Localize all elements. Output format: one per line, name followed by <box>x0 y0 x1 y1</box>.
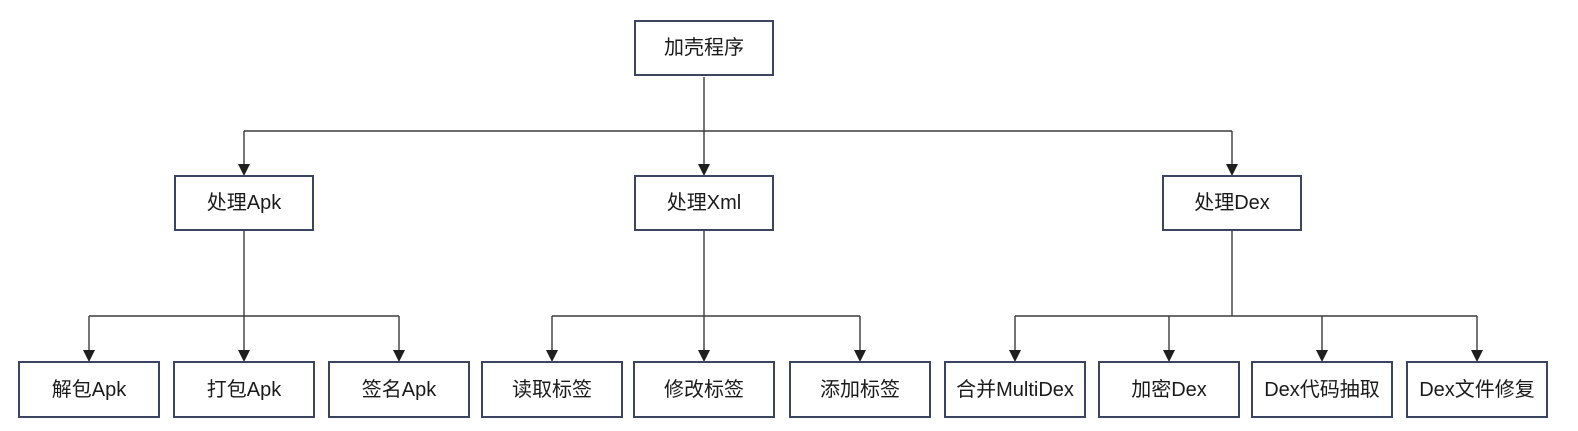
arrow-down-icon <box>546 350 558 362</box>
node-process-xml: 处理Xml <box>634 175 774 231</box>
node-label: Dex代码抽取 <box>1264 378 1380 401</box>
node-dex-code-extract: Dex代码抽取 <box>1251 361 1393 418</box>
arrow-down-icon <box>1471 350 1483 362</box>
arrow-down-icon <box>1163 350 1175 362</box>
node-pack-apk: 打包Apk <box>173 361 315 418</box>
arrow-down-icon <box>393 350 405 362</box>
node-root: 加壳程序 <box>634 20 774 76</box>
node-dex-file-repair: Dex文件修复 <box>1406 361 1548 418</box>
node-modify-tag: 修改标签 <box>633 361 775 418</box>
node-label: 解包Apk <box>51 378 127 401</box>
node-label: Dex文件修复 <box>1419 378 1535 401</box>
node-label: 处理Apk <box>206 192 282 214</box>
node-label: 处理Xml <box>666 192 742 214</box>
node-label: 添加标签 <box>820 378 900 401</box>
node-label: 打包Apk <box>206 378 282 401</box>
node-label: 修改标签 <box>664 378 744 401</box>
arrow-down-icon <box>1226 164 1238 176</box>
arrow-down-icon <box>83 350 95 362</box>
node-label: 加壳程序 <box>664 37 744 59</box>
node-encrypt-dex: 加密Dex <box>1098 361 1240 418</box>
node-label: 处理Dex <box>1194 192 1270 214</box>
arrow-down-icon <box>698 164 710 176</box>
node-unpack-apk: 解包Apk <box>18 361 160 418</box>
arrow-down-icon <box>238 164 250 176</box>
arrow-down-icon <box>698 350 710 362</box>
arrow-down-icon <box>238 350 250 362</box>
node-label: 加密Dex <box>1131 378 1207 401</box>
node-read-tag: 读取标签 <box>481 361 623 418</box>
node-label: 读取标签 <box>512 378 592 401</box>
node-label: 签名Apk <box>361 378 437 401</box>
arrow-down-icon <box>1009 350 1021 362</box>
node-merge-multidex: 合并MultiDex <box>944 361 1086 418</box>
arrow-down-icon <box>1316 350 1328 362</box>
node-process-apk: 处理Apk <box>174 175 314 231</box>
node-process-dex: 处理Dex <box>1162 175 1302 231</box>
node-add-tag: 添加标签 <box>789 361 931 418</box>
arrow-down-icon <box>854 350 866 362</box>
node-label: 合并MultiDex <box>956 378 1074 401</box>
node-sign-apk: 签名Apk <box>328 361 470 418</box>
